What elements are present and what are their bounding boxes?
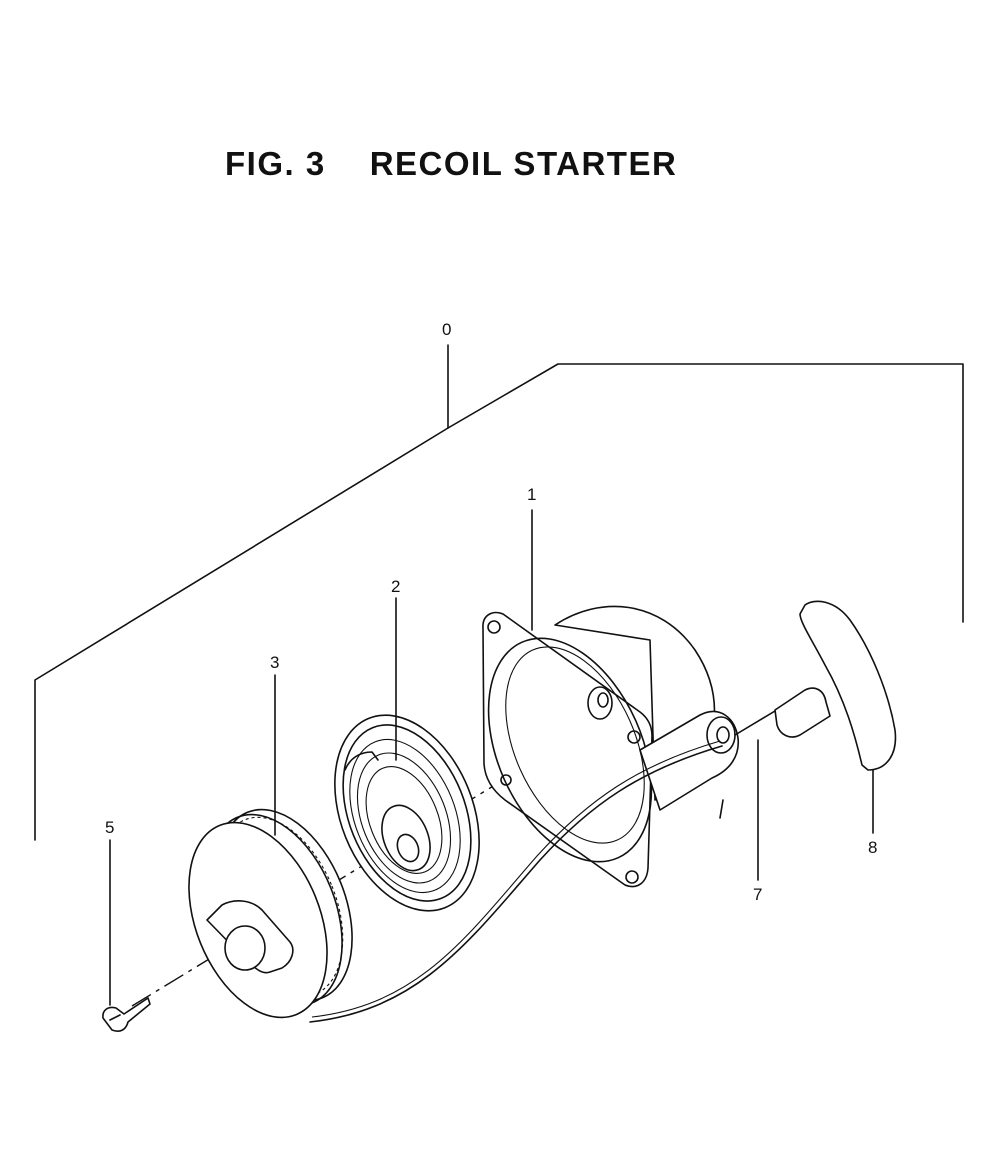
assembly-bracket [34, 344, 964, 841]
callout-7: 7 [753, 885, 762, 904]
figure-name: RECOIL STARTER [369, 145, 678, 182]
callout-3: 3 [270, 653, 279, 672]
callout-0: 0 [442, 320, 451, 339]
starter-case [482, 605, 739, 888]
callout-labels: 0 1 2 3 5 7 8 [105, 320, 877, 904]
screw [102, 997, 151, 1032]
leader-lines [109, 509, 874, 1006]
starter-rope [309, 707, 781, 1023]
starter-reel [188, 808, 353, 1019]
figure-number: FIG. 3 [225, 145, 326, 182]
callout-1: 1 [527, 485, 536, 504]
figure-title: FIG. 3 RECOIL STARTER [225, 145, 677, 183]
recoil-spring [334, 714, 480, 912]
callout-5: 5 [105, 818, 114, 837]
callout-2: 2 [391, 577, 400, 596]
callout-8: 8 [868, 838, 877, 857]
starter-handle [774, 600, 897, 771]
